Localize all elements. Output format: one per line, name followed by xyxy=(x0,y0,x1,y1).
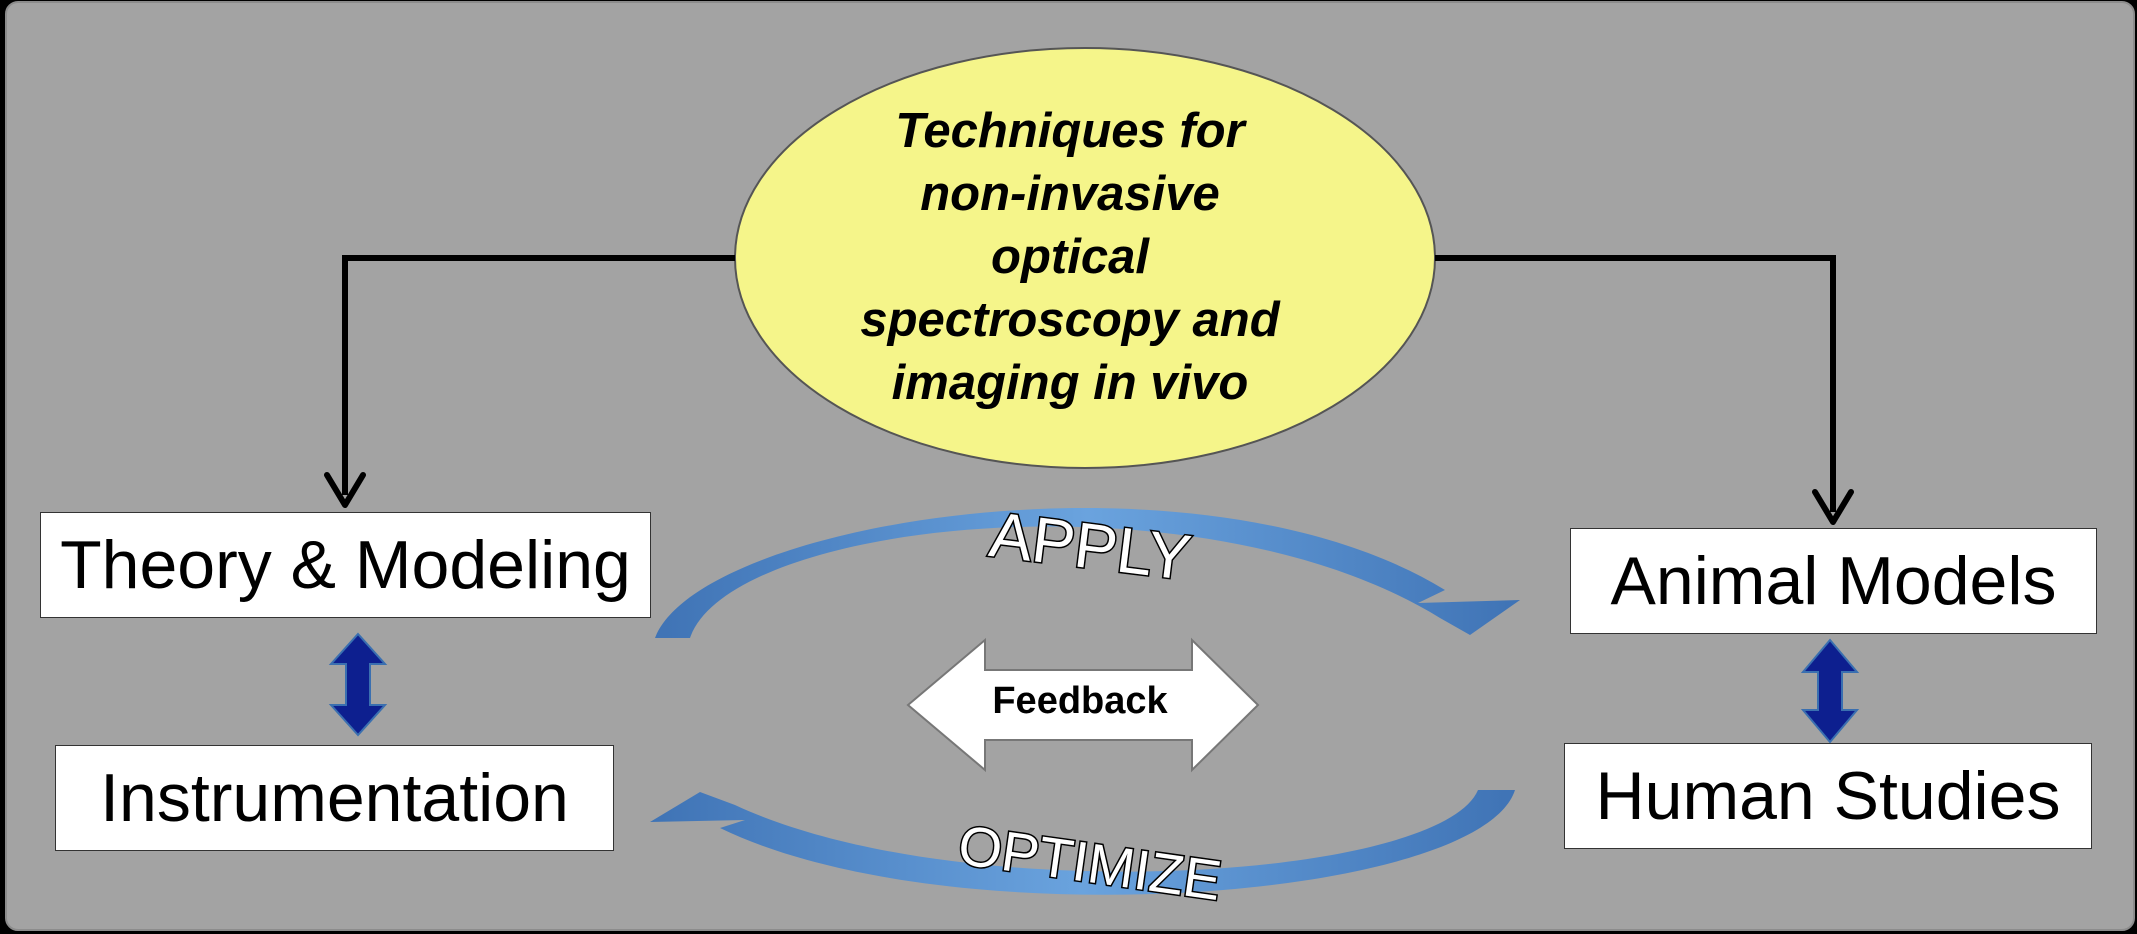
human-studies-box: Human Studies xyxy=(1564,743,2092,849)
optimize-curve-arrow xyxy=(650,790,1515,895)
arrowhead-right xyxy=(1812,489,1854,525)
arrowhead-left xyxy=(324,472,366,508)
instrumentation-box: Instrumentation xyxy=(55,745,614,851)
center-text: Techniques for non-invasive optical spec… xyxy=(740,100,1400,415)
right-vertical-double-arrow xyxy=(1800,638,1860,744)
apply-curve-arrow xyxy=(655,508,1520,638)
center-line-5: imaging in vivo xyxy=(891,356,1249,410)
center-line-1: Techniques for xyxy=(895,104,1245,158)
feedback-double-arrow xyxy=(906,637,1260,773)
connector-left xyxy=(342,255,735,495)
animal-models-box: Animal Models xyxy=(1570,528,2097,634)
theory-box: Theory & Modeling xyxy=(40,512,651,618)
center-line-4: spectroscopy and xyxy=(860,293,1280,347)
center-line-2: non-invasive xyxy=(920,167,1220,221)
left-vertical-double-arrow xyxy=(328,632,388,737)
connector-right xyxy=(1435,255,1836,512)
center-line-3: optical xyxy=(991,230,1149,284)
feedback-label: Feedback xyxy=(992,680,1168,722)
